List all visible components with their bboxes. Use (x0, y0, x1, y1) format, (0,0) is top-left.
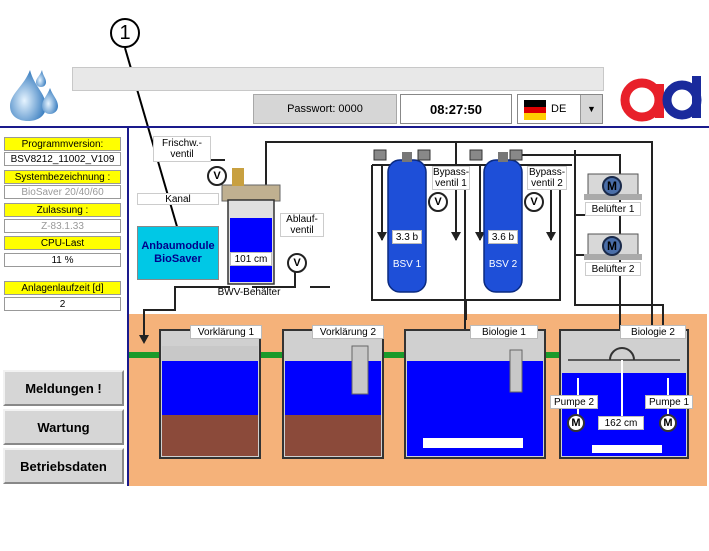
bio2-level-value: 162 cm (598, 416, 644, 430)
tank-bio1-label: Biologie 1 (470, 325, 538, 339)
operating-data-button[interactable]: Betriebsdaten (3, 448, 124, 484)
german-flag-icon (524, 100, 546, 120)
biosaver-module-button[interactable]: Anbaumodule BioSaver (137, 226, 219, 280)
sidebar-divider (127, 128, 129, 486)
water-drops-logo (10, 70, 58, 121)
cpu-value: 11 % (4, 253, 121, 267)
tank-pre2-label: Vorklärung 2 (312, 325, 384, 339)
bwv-level-value: 101 cm (230, 252, 272, 266)
pump2-label: Pumpe 2 (550, 395, 598, 409)
drain-valve-icon[interactable]: V (287, 253, 307, 273)
tank-bio2-label: Biologie 2 (620, 325, 686, 339)
password-field[interactable]: Passwort: 0000 (253, 94, 397, 124)
program-version-label: Programmversion: (4, 137, 121, 151)
messages-button[interactable]: Meldungen ! (3, 370, 124, 406)
fresh-water-valve-label: Frischw.- ventil (153, 136, 211, 162)
aerator-2-label: Belüfter 2 (585, 262, 641, 276)
aerator-2-motor-icon[interactable]: M (602, 236, 622, 256)
language-value: DE (551, 103, 567, 115)
aerator-1-motor-icon[interactable]: M (602, 176, 622, 196)
program-version-value: BSV8212_11002_V109 (4, 152, 121, 166)
approval-label: Zulassung : (4, 203, 121, 217)
drain-valve-label: Ablauf- ventil (280, 213, 324, 237)
runtime-value: 2 (4, 297, 121, 311)
chevron-down-icon[interactable]: ▼ (580, 95, 602, 123)
language-select[interactable]: DE ▼ (517, 94, 603, 124)
company-logo (620, 76, 702, 122)
bsv1-pressure-value: 3.3 b (392, 230, 422, 244)
maintenance-button[interactable]: Wartung (3, 409, 124, 445)
bypass-valve-2-label: Bypass- ventil 2 (527, 166, 567, 190)
fresh-water-valve-icon[interactable]: V (207, 166, 227, 186)
system-label: Systembezeichnung : (4, 170, 121, 184)
bypass-valve-1-label: Bypass- ventil 1 (432, 166, 470, 190)
tank-pre1-label: Vorklärung 1 (190, 325, 262, 339)
bsv1-label: BSV 1 (390, 257, 424, 271)
aerator-1-label: Belüfter 1 (585, 202, 641, 216)
bsv2-label: BSV 2 (486, 257, 520, 271)
header-divider (0, 126, 709, 128)
system-value: BioSaver 20/40/60 (4, 185, 121, 199)
bypass-valve-1-icon[interactable]: V (428, 192, 448, 212)
approval-value: Z-83.1.33 (4, 219, 121, 233)
channel-label: Kanal (137, 193, 219, 205)
runtime-label: Anlagenlaufzeit [d] (4, 281, 121, 295)
header-bar (72, 67, 604, 91)
pump1-label: Pumpe 1 (645, 395, 693, 409)
bypass-valve-2-icon[interactable]: V (524, 192, 544, 212)
bwv-tank-label: BWV-Behälter (217, 286, 281, 298)
bsv2-pressure-value: 3.6 b (488, 230, 518, 244)
pump2-motor-icon[interactable]: M (567, 414, 585, 432)
clock-display: 08:27:50 (400, 94, 512, 124)
callout-marker: 1 (110, 18, 140, 48)
pump1-motor-icon[interactable]: M (659, 414, 677, 432)
cpu-label: CPU-Last (4, 236, 121, 250)
